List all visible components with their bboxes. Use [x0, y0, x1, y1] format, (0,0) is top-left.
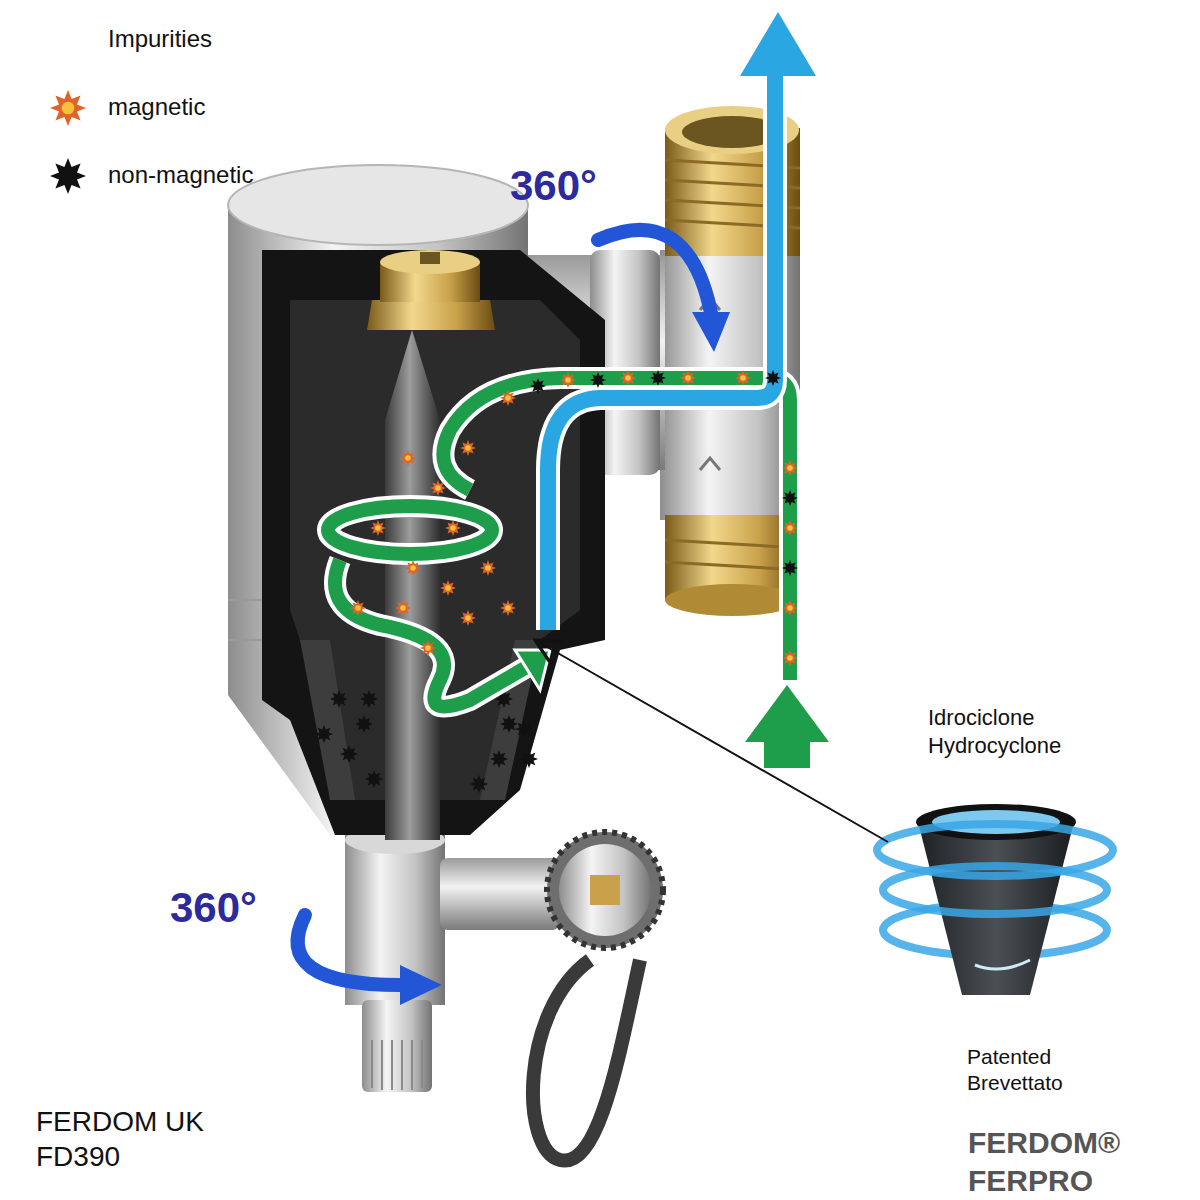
knurl-lines: [421, 1040, 423, 1088]
non-magnetic-deposits: [330, 690, 348, 708]
knurl-lines: [411, 1040, 413, 1090]
magnetic-particles: [480, 560, 496, 576]
magnetic-sample: [50, 90, 86, 126]
magnetic-particles: [400, 450, 416, 466]
magnetic-particles: [782, 520, 798, 536]
rod-tip: [385, 330, 440, 420]
non-magnetic-deposits: [340, 745, 358, 763]
drain-handle: [533, 960, 640, 1161]
vent-plug-top: [380, 250, 480, 274]
housing: [228, 165, 663, 1161]
magnetic-particles: [420, 640, 436, 656]
non-magnetic-deposits: [520, 750, 538, 768]
swirl-head: [515, 650, 550, 690]
rotation-label: 360°: [170, 882, 257, 935]
knurl-lines: [381, 1040, 383, 1090]
magnetic-particles: [370, 520, 386, 536]
swirl: [335, 560, 525, 707]
non-magnetic-particles: [530, 370, 798, 576]
rotation-label: 360°: [510, 160, 597, 213]
brand-logo: FERDOM® FERPRO: [968, 1124, 1168, 1199]
magnetic-particles: [782, 460, 798, 476]
non-magnetic-deposits: [515, 720, 533, 738]
magnetic-particles: [445, 520, 461, 536]
rotation-arrow-head: [400, 965, 442, 1005]
knob-ribs: [547, 832, 663, 948]
bottom-rim: [665, 584, 799, 616]
legend-samples: [50, 90, 86, 194]
magnetic-particles: [500, 390, 516, 406]
magnetic-particles: [735, 370, 751, 386]
housing-top: [228, 165, 528, 245]
magnetic-particles: [430, 480, 446, 496]
rotation-arrow: [598, 230, 712, 318]
knurl-lines: [401, 1040, 403, 1090]
cone-wall: [300, 640, 355, 800]
non-magnetic-deposits: [490, 750, 508, 768]
knurled-nut: [362, 1000, 432, 1092]
swirl-mark: [975, 960, 1030, 969]
non-magnetic-deposits: [470, 775, 488, 793]
vent-plug-thread: [367, 300, 495, 330]
non-magnetic-deposits: [360, 690, 378, 708]
magnetic-particles: [782, 600, 798, 616]
non-magnetic-particles: [650, 370, 666, 386]
non-magnetic-sample: [50, 158, 86, 194]
flow-mark: [700, 458, 720, 470]
magnetic-particles: [440, 580, 456, 596]
rotation-arrow: [298, 915, 400, 985]
knurl-lines: [372, 1040, 422, 1090]
non-magnetic-particles: [530, 378, 546, 394]
leader-line: [535, 640, 888, 842]
model-name: FERDOM UK FD390: [36, 1104, 226, 1174]
drain-knob: [547, 832, 663, 948]
hydrocyclone-inset: [877, 804, 1113, 995]
swirl: [328, 506, 492, 554]
inlet-arrow: [745, 685, 829, 742]
swirl-outline: [328, 506, 492, 554]
rotation-arrows: [298, 230, 730, 1005]
magnetic-particles: [620, 370, 636, 386]
non-magnetic-particles: [782, 560, 798, 576]
non-magnetic-particles: [765, 370, 781, 386]
swirl-ring: [883, 866, 1107, 914]
drain-body: [440, 858, 560, 930]
legend-heading: Impurities: [108, 24, 212, 54]
non-magnetic-particles: [782, 490, 798, 506]
vent-slot: [420, 252, 440, 264]
magnetic-particles: [500, 600, 516, 616]
legend-text: magnetic: [108, 92, 205, 122]
legend-text: non-magnetic: [108, 160, 253, 190]
magnetic-particles: [460, 440, 476, 456]
magnetic-particles: [405, 560, 421, 576]
part-name: Idrociclone Hydrocyclone: [928, 704, 1113, 759]
non-magnetic-deposits: [500, 715, 518, 733]
non-magnetic-deposits: [365, 770, 383, 788]
clean-flow: [548, 72, 775, 630]
non-magnetic-particles: [590, 372, 606, 388]
drain-knob-face: [559, 844, 651, 936]
clean-flow-outline: [548, 72, 775, 630]
drain-pin: [590, 875, 620, 905]
outlet-arrow: [740, 12, 816, 76]
magnetic-particles: [560, 372, 576, 388]
inlet-arrow-stem: [764, 740, 810, 768]
knurl-lines: [391, 1040, 393, 1090]
non-magnetic-deposits: [315, 725, 333, 743]
magnetic-particles: [350, 600, 366, 616]
magnetic-particles: [460, 610, 476, 626]
knurl-lines: [371, 1040, 373, 1088]
non-magnetic-deposits: [355, 715, 373, 733]
swirl-outline: [335, 560, 525, 707]
magnetic-particles: [680, 370, 696, 386]
rotation-arrow-head: [692, 312, 730, 352]
magnetic-particles: [395, 600, 411, 616]
magnetic-particles: [350, 370, 798, 666]
magnetic-particles: [782, 650, 798, 666]
water-flow: [328, 12, 829, 768]
patent-note: Patented Brevettato: [967, 1044, 1117, 1097]
